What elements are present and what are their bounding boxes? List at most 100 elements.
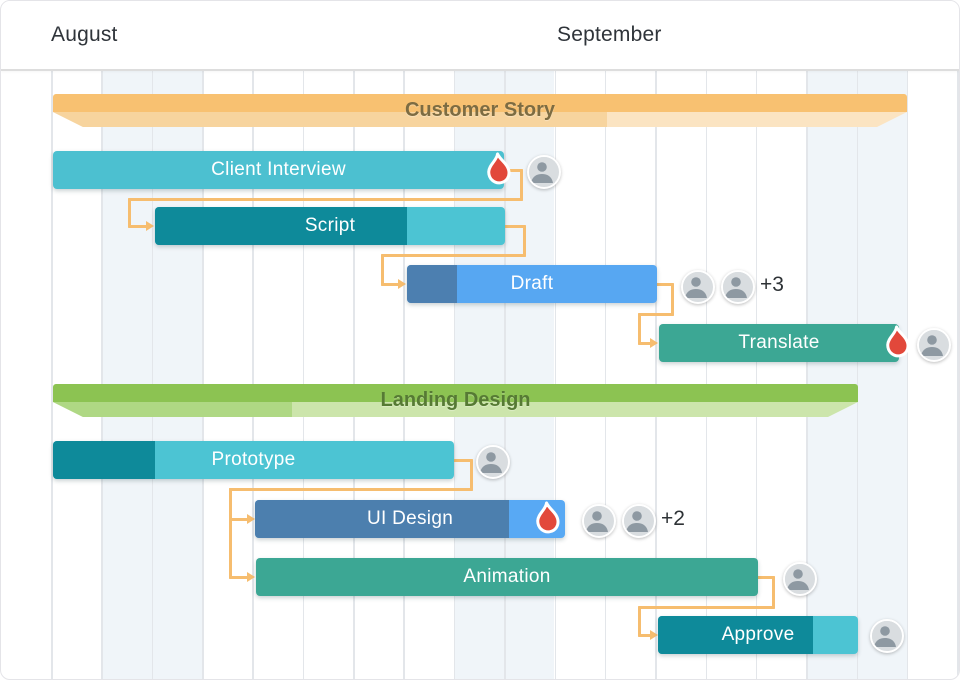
gridline — [755, 71, 758, 679]
task-bar-animation[interactable]: Animation — [256, 558, 758, 596]
assignee-avatar-woman[interactable] — [721, 270, 755, 304]
dependency-connector — [502, 168, 523, 172]
dependency-arrow — [398, 278, 406, 289]
dependency-connector — [228, 487, 473, 491]
assignee-avatar-woman[interactable] — [783, 562, 817, 596]
timeline-header: August September — [1, 1, 959, 71]
group-label: Landing Design — [380, 389, 531, 411]
gridline — [353, 71, 355, 679]
dependency-arrow — [650, 337, 658, 348]
dependency-connector — [228, 575, 249, 579]
assignee-avatar-man[interactable] — [622, 504, 656, 538]
assignee-avatar-woman[interactable] — [476, 445, 510, 479]
gridline — [504, 71, 506, 679]
month-label-august: August — [51, 23, 118, 46]
task-bar-ui-design[interactable]: UI Design — [255, 500, 565, 538]
dependency-arrow — [146, 220, 154, 231]
dependency-connector — [637, 341, 652, 345]
task-bar-prototype[interactable]: Prototype — [53, 441, 454, 479]
deadline-fire-icon — [880, 324, 914, 362]
deadline-fire-icon — [530, 500, 564, 538]
group-bar-bottom — [53, 402, 858, 417]
task-label: Script — [304, 215, 356, 236]
dependency-arrow — [247, 513, 255, 524]
dependency-connector — [637, 633, 652, 637]
group-bar-landing-design[interactable]: Landing Design — [53, 384, 858, 417]
gridline — [655, 71, 657, 679]
weekend-column — [856, 71, 907, 679]
task-bar-approve[interactable]: Approve — [658, 616, 858, 654]
gridline — [806, 71, 808, 679]
dependency-connector — [670, 282, 674, 316]
dependency-connector — [637, 312, 641, 345]
dependency-connector — [127, 224, 148, 228]
assignee-avatar-woman[interactable] — [681, 270, 715, 304]
group-bar-customer-story[interactable]: Customer Story — [53, 94, 907, 127]
dependency-arrow — [650, 629, 658, 640]
task-bar-script[interactable]: Script — [155, 207, 505, 245]
dependency-connector — [127, 197, 523, 201]
task-bar-translate[interactable]: Translate — [659, 324, 899, 362]
gridline — [856, 71, 859, 679]
dependency-connector — [228, 517, 249, 521]
gridline — [554, 71, 556, 679]
gridline — [202, 71, 204, 679]
assignee-overflow-badge[interactable]: +2 — [661, 507, 685, 530]
task-bar-draft[interactable]: Draft — [407, 265, 657, 303]
group-progress-fill — [53, 112, 607, 127]
assignee-avatar-man[interactable] — [917, 328, 951, 362]
group-bar-bottom — [53, 112, 907, 127]
task-label: Animation — [463, 566, 551, 587]
dependency-connector — [756, 575, 775, 579]
dependency-connector — [127, 197, 131, 228]
gridline — [957, 71, 959, 679]
dependency-connector — [519, 168, 523, 201]
dependency-connector — [637, 605, 775, 609]
assignee-avatar-woman[interactable] — [582, 504, 616, 538]
task-progress-fill — [255, 500, 509, 538]
gridline — [453, 71, 456, 679]
gridline — [51, 71, 53, 679]
assignee-avatar-man[interactable] — [870, 619, 904, 653]
task-progress-fill — [155, 207, 407, 245]
gridline — [705, 71, 708, 679]
gridline — [302, 71, 305, 679]
gridline — [403, 71, 405, 679]
task-progress-fill — [658, 616, 813, 654]
dependency-connector — [380, 253, 384, 286]
month-label-september: September — [557, 23, 662, 46]
dependency-connector — [469, 458, 473, 491]
assignee-overflow-badge[interactable]: +3 — [760, 273, 784, 296]
gridline — [252, 71, 254, 679]
gridline — [906, 71, 909, 679]
gridline — [101, 71, 103, 679]
group-label: Customer Story — [404, 99, 556, 121]
gridline — [151, 71, 154, 679]
gridline — [604, 71, 607, 679]
dependency-connector — [637, 312, 674, 316]
task-label: Draft — [510, 273, 554, 294]
dependency-connector — [637, 605, 641, 637]
dependency-connector — [503, 224, 526, 228]
dependency-connector — [655, 282, 674, 286]
task-progress-fill — [53, 441, 155, 479]
task-bar-client-interview[interactable]: Client Interview — [53, 151, 504, 189]
dependency-connector — [771, 575, 775, 609]
dependency-connector — [380, 253, 526, 257]
assignee-avatar-man[interactable] — [527, 155, 561, 189]
group-bar-top — [53, 384, 858, 402]
task-label: Approve — [721, 624, 795, 645]
task-label: UI Design — [366, 508, 454, 529]
deadline-fire-icon — [481, 151, 515, 189]
group-progress-fill — [53, 402, 292, 417]
dependency-connector — [522, 224, 526, 257]
dependency-connector — [380, 282, 400, 286]
group-bar-top — [53, 94, 907, 112]
task-label: Prototype — [211, 449, 296, 470]
dependency-arrow — [247, 571, 255, 582]
dependency-connector — [228, 487, 232, 579]
task-label: Translate — [738, 332, 820, 353]
dependency-connector — [452, 458, 473, 462]
